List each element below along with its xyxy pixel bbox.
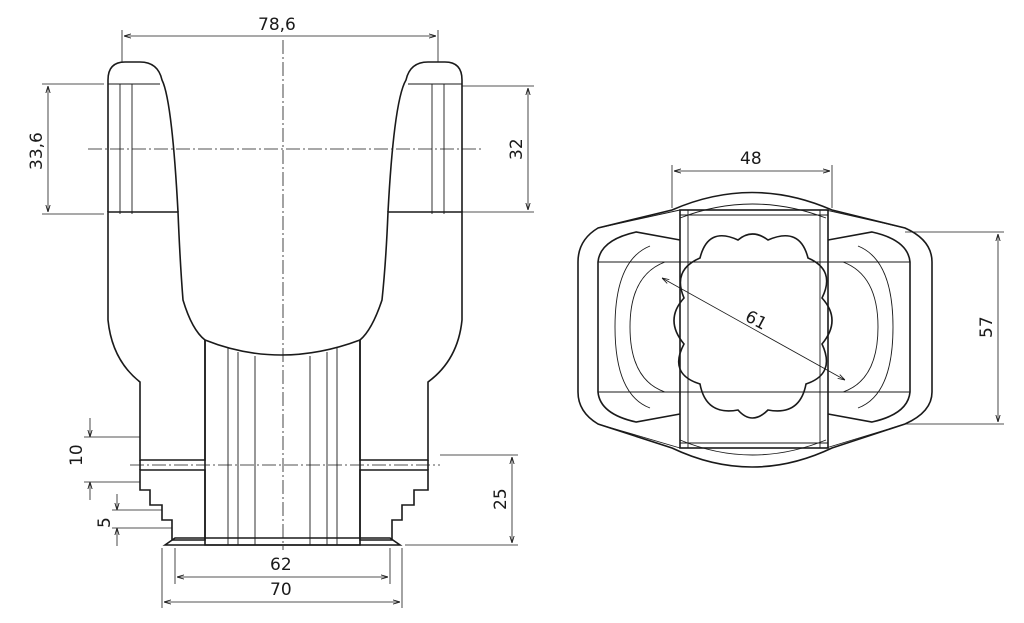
dimension-base-62: 62 bbox=[174, 548, 391, 584]
spline-bore bbox=[204, 338, 361, 546]
dim-depth-label: 25 bbox=[491, 488, 511, 510]
end-view: 61 bbox=[577, 191, 933, 468]
dimension-top-width: 78,6 bbox=[121, 15, 439, 62]
dim-width-48-label: 48 bbox=[740, 149, 762, 169]
dimension-width-48: 48 bbox=[671, 149, 833, 208]
left-ear bbox=[107, 61, 179, 213]
dim-height-57-label: 57 bbox=[977, 316, 997, 338]
right-lug bbox=[827, 231, 911, 423]
hub-left-lower bbox=[139, 469, 206, 541]
left-lug bbox=[597, 231, 681, 423]
hub-right-lower bbox=[359, 469, 429, 541]
dimension-height-57: 57 bbox=[905, 231, 1004, 425]
dim-top-width-label: 78,6 bbox=[258, 15, 296, 35]
dim-base-70-label: 70 bbox=[270, 580, 292, 600]
dimension-base-70: 70 bbox=[161, 548, 403, 608]
dim-base-62-label: 62 bbox=[270, 555, 292, 575]
dimension-right-height: 32 bbox=[462, 85, 534, 213]
dim-diagonal-label: 61 bbox=[742, 307, 770, 335]
dim-right-height-label: 32 bbox=[507, 138, 527, 160]
dimension-slot: 10 bbox=[67, 418, 140, 500]
dim-left-height-label: 33,6 bbox=[27, 132, 47, 170]
dimension-left-height: 33,6 bbox=[27, 83, 104, 215]
section-view bbox=[88, 40, 482, 550]
dimension-step: 5 bbox=[95, 494, 172, 546]
left-wall-hatch bbox=[107, 211, 206, 461]
dim-step-label: 5 bbox=[95, 517, 115, 528]
right-ear bbox=[387, 61, 463, 213]
dim-slot-label: 10 bbox=[67, 444, 87, 466]
dimension-depth: 25 bbox=[405, 454, 518, 546]
end-view-outline bbox=[577, 191, 933, 468]
right-wall-hatch bbox=[359, 211, 463, 461]
